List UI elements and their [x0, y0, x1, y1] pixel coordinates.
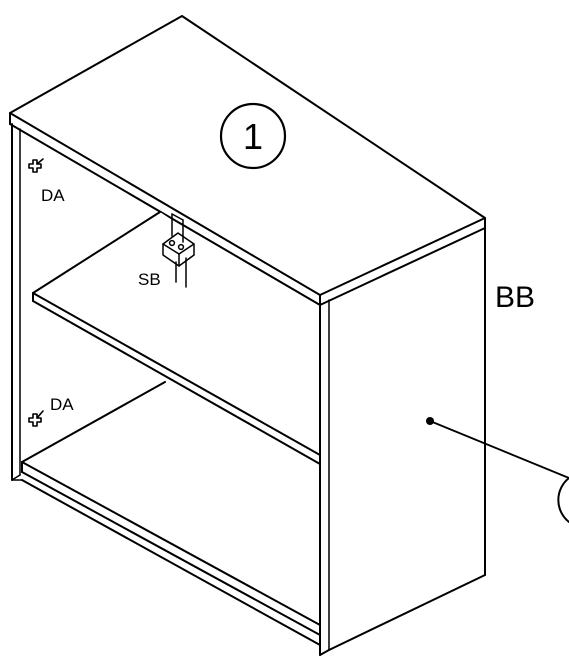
- label-sb: SB: [138, 270, 161, 289]
- step-circle: [219, 102, 287, 170]
- right-side-panel: [319, 227, 486, 656]
- step-badge: 1: [219, 102, 287, 170]
- leader-line: [429, 420, 569, 479]
- label-bb: BB: [495, 281, 535, 314]
- back-panel-edge: [21, 381, 166, 463]
- callout-circle-partial: [557, 477, 569, 523]
- step-number: 1: [243, 116, 263, 157]
- left-side-panel: [11, 123, 21, 481]
- dowel-marker-bottom: [28, 410, 44, 427]
- middle-shelf: [32, 211, 321, 465]
- shelf-bracket: [162, 213, 195, 288]
- screw-point-leader: [426, 417, 569, 523]
- bottom-panel: [11, 461, 321, 646]
- label-da-top: DA: [41, 186, 65, 205]
- dowel-marker-top: [28, 158, 44, 173]
- label-da-bottom: DA: [50, 395, 74, 414]
